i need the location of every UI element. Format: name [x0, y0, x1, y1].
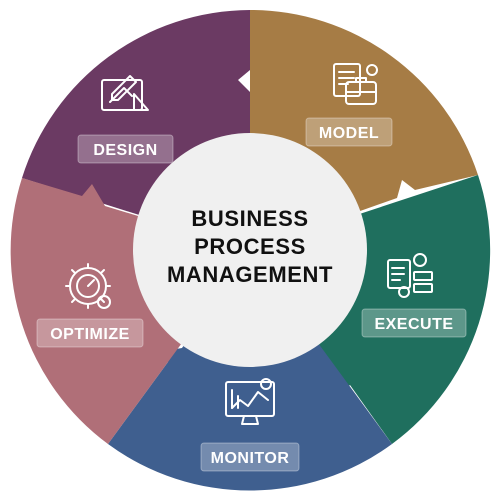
model-label-box — [305, 117, 393, 147]
gear-speedometer-icon — [65, 263, 111, 309]
center-circle — [133, 133, 367, 367]
monitor-label-box — [200, 442, 300, 472]
workflow-gear-icon — [387, 253, 433, 298]
document-briefcase-icon — [333, 63, 378, 105]
optimize-label-box — [36, 318, 144, 348]
blueprint-drafting-icon — [101, 75, 149, 111]
execute-label-box — [361, 308, 467, 338]
optimize-label: OPTIMIZE — [50, 326, 130, 343]
computer-monitor-chart-icon — [225, 378, 275, 425]
design-label: DESIGN — [93, 142, 157, 159]
design-label-box — [77, 134, 174, 164]
model-label: MODEL — [319, 125, 379, 142]
monitor-label: MONITOR — [211, 450, 290, 467]
execute-label: EXECUTE — [374, 316, 453, 333]
segment-monitor — [108, 250, 392, 491]
center-title-line-2: PROCESS — [194, 234, 306, 259]
center-title-line-1: BUSINESS — [191, 206, 308, 231]
center-title-line-3: MANAGEMENT — [167, 262, 333, 287]
